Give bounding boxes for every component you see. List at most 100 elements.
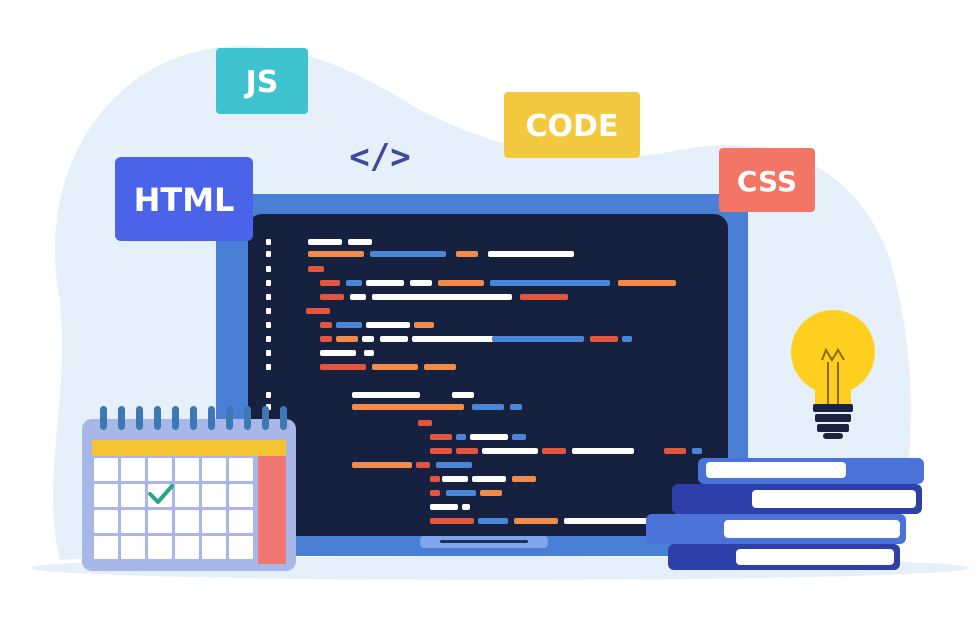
- code-token: [416, 462, 430, 468]
- code-token: [514, 518, 558, 524]
- css-tag: CSS: [719, 148, 815, 212]
- html-tag-label: HTML: [134, 181, 235, 219]
- code-token: [410, 280, 432, 286]
- code-token: [366, 280, 404, 286]
- code-token: [436, 462, 472, 468]
- code-token: [352, 392, 420, 398]
- code-token: [370, 251, 446, 257]
- gutter-marker: [266, 251, 271, 257]
- code-token: [430, 476, 440, 482]
- code-token: [430, 504, 458, 510]
- code-token: [414, 322, 434, 328]
- code-token: [590, 336, 618, 342]
- calendar-cell: [148, 536, 172, 559]
- code-token: [456, 251, 478, 257]
- code-token: [308, 266, 324, 272]
- code-token: [430, 448, 452, 454]
- code-token: [510, 404, 522, 410]
- code-token: [512, 476, 536, 482]
- calendar-ring: [118, 406, 125, 430]
- code-token: [320, 350, 356, 356]
- calendar-cell: [148, 458, 172, 481]
- code-token: [320, 364, 366, 370]
- code-token: [478, 518, 508, 524]
- calendar-ring: [244, 406, 251, 430]
- calendar-ring: [136, 406, 143, 430]
- calendar-rings: [100, 406, 287, 430]
- code-token: [430, 490, 440, 496]
- code-token: [472, 476, 506, 482]
- code-token: [372, 364, 418, 370]
- calendar-cell: [94, 458, 118, 481]
- gutter-marker: [266, 336, 271, 342]
- code-token: [320, 322, 332, 328]
- code-token: [362, 336, 374, 342]
- calendar-cell: [94, 510, 118, 533]
- code-token: [320, 280, 340, 286]
- calendar-cell: [229, 510, 253, 533]
- calendar-cell-weekend: [262, 458, 284, 481]
- code-token: [336, 336, 358, 342]
- calendar-ring: [208, 406, 215, 430]
- code-token: [350, 294, 366, 300]
- calendar-cell: [94, 484, 118, 507]
- code-token: [622, 336, 632, 342]
- calendar-cell-weekend: [262, 536, 284, 559]
- calendar-cell: [121, 536, 145, 559]
- code-editor-lines: [306, 239, 702, 524]
- code-token: [470, 434, 508, 440]
- code-token: [542, 448, 566, 454]
- code-token: [306, 308, 330, 314]
- calendar-cell-weekend: [262, 484, 284, 507]
- calendar-cell: [202, 458, 226, 481]
- code-token: [308, 251, 364, 257]
- code-token: [490, 280, 610, 286]
- calendar-cell: [121, 510, 145, 533]
- calendar-cell: [229, 458, 253, 481]
- calendar-ring: [172, 406, 179, 430]
- calendar-ring: [226, 406, 233, 430]
- code-token: [452, 392, 474, 398]
- code-token: [492, 336, 584, 342]
- code-token: [438, 280, 484, 286]
- calendar-cell: [148, 510, 172, 533]
- calendar-cell-weekend: [262, 510, 284, 533]
- calendar-cell: [175, 484, 199, 507]
- code-token: [480, 490, 502, 496]
- code-gutter-markers: [266, 239, 271, 426]
- code-token: [308, 239, 342, 245]
- code-token: [564, 518, 648, 524]
- code-token: [320, 336, 332, 342]
- css-tag-label: CSS: [737, 165, 797, 198]
- code-token: [364, 350, 374, 356]
- calendar-cell: [202, 536, 226, 559]
- gutter-marker: [266, 280, 271, 286]
- calendar-ring: [154, 406, 161, 430]
- calendar-ring: [190, 406, 197, 430]
- code-token: [412, 336, 504, 342]
- code-tag: CODE: [504, 92, 640, 158]
- code-token: [482, 448, 538, 454]
- gutter-marker: [266, 266, 271, 272]
- code-token: [366, 322, 410, 328]
- code-tag-label: CODE: [526, 109, 619, 144]
- html-tag: HTML: [115, 157, 253, 241]
- calendar-ring: [262, 406, 269, 430]
- gutter-marker: [266, 322, 271, 328]
- code-token: [372, 294, 512, 300]
- js-tag: JS: [216, 48, 308, 114]
- calendar-ring: [280, 406, 287, 430]
- code-token: [572, 448, 634, 454]
- calendar-cell: [175, 510, 199, 533]
- calendar-cell: [202, 510, 226, 533]
- calendar-cell: [229, 484, 253, 507]
- js-tag-label: JS: [244, 65, 279, 100]
- book-stack-icon: [646, 458, 924, 570]
- code-token: [380, 336, 408, 342]
- code-token: [456, 434, 466, 440]
- checkmark-icon: [148, 484, 174, 504]
- code-token: [424, 364, 456, 370]
- code-token: [352, 462, 412, 468]
- code-token: [488, 251, 574, 257]
